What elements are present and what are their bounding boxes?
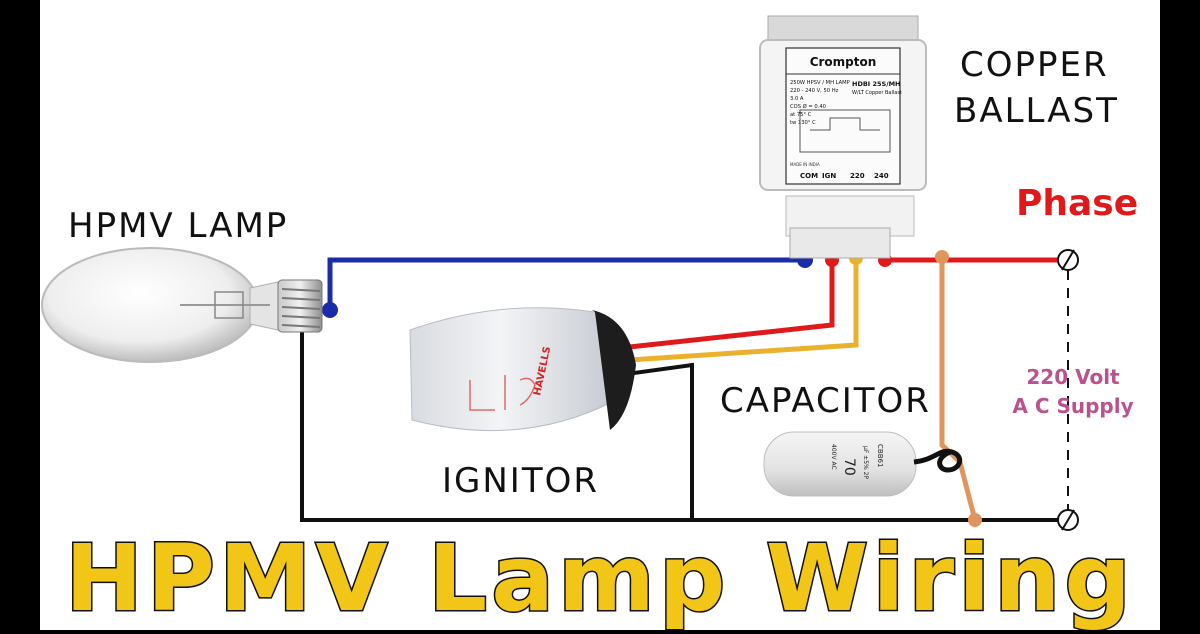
ballast-spec-line: 220 - 240 V, 50 Hz bbox=[790, 88, 839, 94]
ballast-spec-line: COS Ø = 0.40 bbox=[790, 103, 826, 110]
ballast-made-in: MADE IN INDIA bbox=[790, 162, 820, 167]
capacitor: 70 µF ±5% 2P 400V AC CBB61 bbox=[763, 431, 963, 497]
ballast-brand: Crompton bbox=[810, 55, 877, 69]
capacitor-tolerance: µF ±5% 2P bbox=[862, 446, 869, 479]
capacitor-junction-bottom bbox=[968, 513, 982, 527]
wire-red-ignitor bbox=[619, 260, 835, 351]
ballast-spec-line: at 75° C bbox=[790, 112, 812, 118]
lamp-terminal-blue bbox=[322, 302, 338, 318]
ballast-label-line2: BALLAST bbox=[954, 91, 1119, 131]
supply-label-line1: 220 Volt bbox=[1026, 365, 1120, 389]
ballast-label-line1: COPPER bbox=[960, 45, 1109, 85]
wire-black-ignitor bbox=[619, 362, 694, 520]
capacitor-junction-top bbox=[935, 250, 949, 264]
ballast-model: HDBI 25S/MH bbox=[852, 80, 900, 88]
wire-black-neutral bbox=[300, 315, 1068, 522]
neutral-terminal bbox=[1057, 509, 1079, 531]
ballast-spec-line: 3.0 A bbox=[790, 96, 804, 102]
supply-label-line2: A C Supply bbox=[1012, 394, 1133, 418]
ballast-terminal-ign: IGN bbox=[822, 172, 836, 180]
ballast-terminal-220: 220 bbox=[850, 172, 865, 180]
phase-label: Phase bbox=[1016, 183, 1138, 224]
capacitor-label: CAPACITOR bbox=[720, 381, 931, 421]
ballast-terminal-com: COM bbox=[800, 172, 818, 180]
wire-blue bbox=[327, 257, 805, 310]
ballast-terminal-240: 240 bbox=[874, 172, 889, 180]
page-title: HPMV Lamp Wiring bbox=[65, 525, 1135, 630]
wire-yellow-ignitor bbox=[629, 260, 859, 363]
phase-terminal bbox=[1057, 249, 1079, 271]
copper-ballast: Crompton 250W HPSV / MH LAMP 220 - 240 V,… bbox=[759, 15, 927, 259]
ballast-spec-left: 250W HPSV / MH LAMP 220 - 240 V, 50 Hz 3.0… bbox=[790, 80, 850, 126]
ballast-terminal-labels: COM IGN 220 240 bbox=[800, 172, 889, 180]
ballast-model-sub: W/LT Copper Ballast bbox=[852, 90, 902, 96]
lamp-label: HPMV LAMP bbox=[68, 206, 288, 246]
ignitor-label: IGNITOR bbox=[442, 461, 599, 501]
hpmv-lamp bbox=[41, 247, 323, 363]
ignitor: HAVELLS bbox=[409, 307, 636, 432]
ballast-spec-line: tw 130° C bbox=[790, 120, 816, 126]
capacitor-voltage: 400V AC bbox=[830, 444, 837, 470]
capacitor-value: 70 bbox=[841, 458, 857, 476]
capacitor-model: CBB61 bbox=[876, 444, 884, 467]
ballast-spec-line: 250W HPSV / MH LAMP bbox=[790, 80, 850, 86]
